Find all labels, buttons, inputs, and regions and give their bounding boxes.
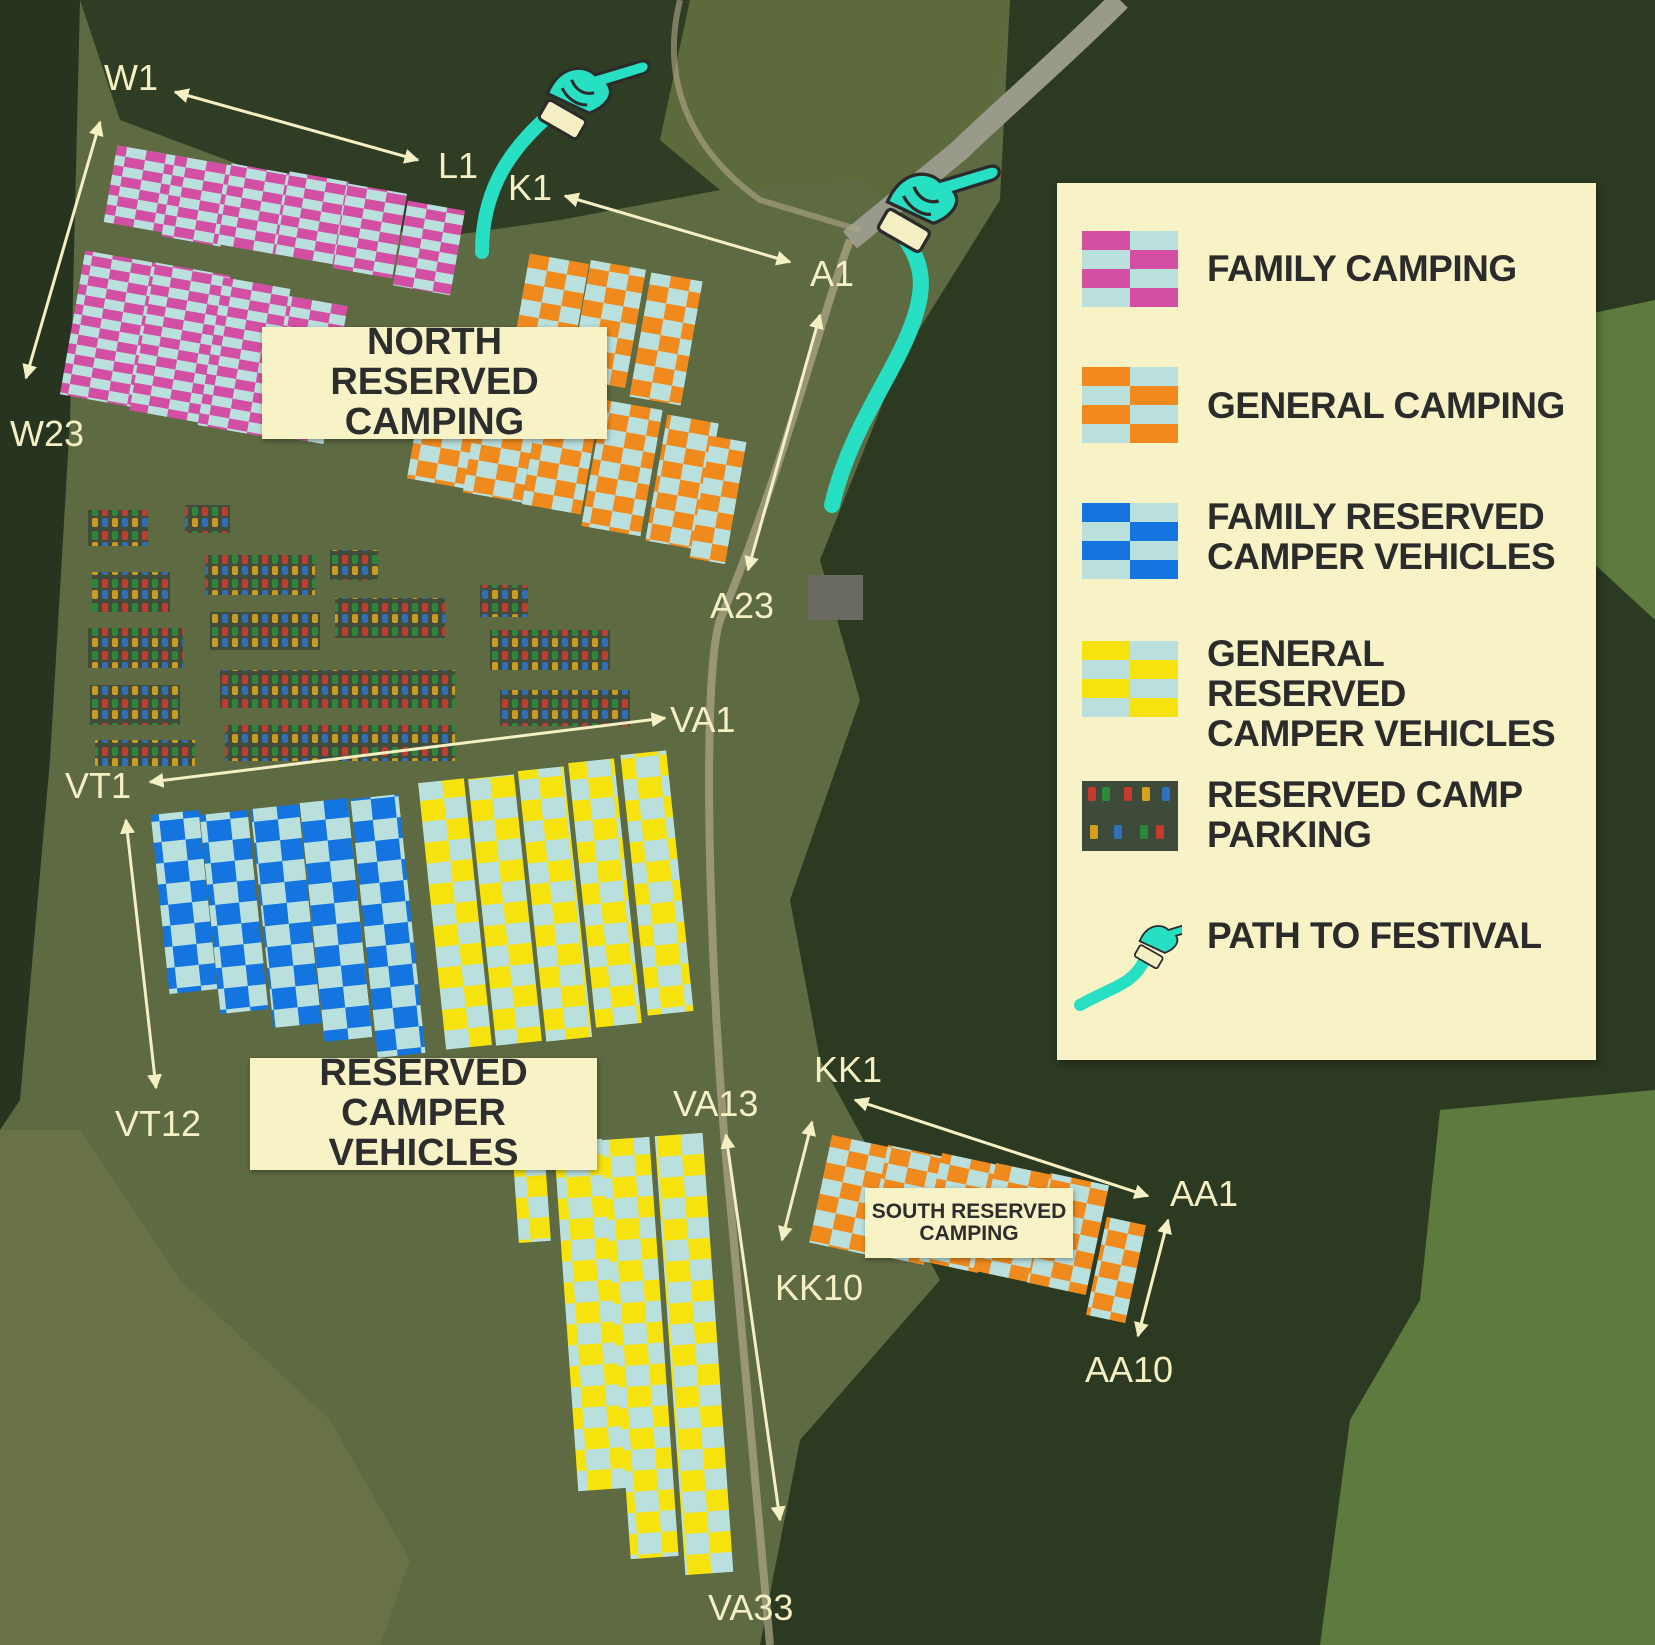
- legend-label: GENERAL RESERVED CAMPER VEHICLES: [1207, 633, 1556, 754]
- legend-label: PATH TO FESTIVAL: [1207, 915, 1542, 956]
- marker-va1: VA1: [670, 699, 735, 740]
- building: [808, 575, 863, 620]
- marker-vt1: VT1: [65, 765, 131, 806]
- marker-l1: L1: [438, 145, 478, 186]
- parking-swatch: [1082, 781, 1178, 857]
- marker-aa1: AA1: [1170, 1173, 1238, 1214]
- legend-label: FAMILY RESERVED CAMPER VEHICLES: [1207, 496, 1556, 577]
- marker-vt12: VT12: [115, 1103, 201, 1144]
- pasture-southwest: [0, 1130, 410, 1645]
- marker-kk10: KK10: [775, 1267, 863, 1308]
- yellow-checker-swatch: [1082, 641, 1178, 717]
- marker-a23: A23: [710, 585, 774, 626]
- family-reserved-camper-area: [150, 794, 426, 1058]
- marker-aa10: AA10: [1085, 1349, 1173, 1390]
- marker-a1: A1: [810, 253, 854, 294]
- marker-w1: W1: [104, 57, 158, 98]
- marker-kk1: KK1: [814, 1049, 882, 1090]
- marker-va33: VA33: [708, 1587, 793, 1628]
- map-legend: FAMILY CAMPING GENERAL CAMPING FAMILY RE…: [1057, 183, 1596, 1060]
- pointing-hand-icon: [1072, 895, 1202, 1015]
- blue-checker-swatch: [1082, 503, 1178, 579]
- orange-checker-swatch: [1082, 367, 1178, 443]
- legend-label: GENERAL CAMPING: [1207, 385, 1565, 426]
- access-road: [843, 0, 1128, 249]
- marker-k1: K1: [508, 167, 552, 208]
- pink-checker-swatch: [1082, 231, 1178, 307]
- open-field-east: [1320, 1090, 1655, 1645]
- row-range-arrows: [22, 88, 1172, 1522]
- marker-va13: VA13: [673, 1083, 758, 1124]
- legend-label: RESERVED CAMP PARKING: [1207, 774, 1523, 855]
- marker-w23: W23: [10, 413, 84, 454]
- reserved-camper-vehicles-label: RESERVED CAMPER VEHICLES: [250, 1053, 597, 1173]
- north-reserved-camping-label: NORTH RESERVED CAMPING: [262, 322, 607, 442]
- south-reserved-camping-label: SOUTH RESERVED CAMPING: [865, 1188, 1073, 1258]
- legend-label: FAMILY CAMPING: [1207, 248, 1517, 289]
- general-reserved-camper-area: [418, 750, 734, 1576]
